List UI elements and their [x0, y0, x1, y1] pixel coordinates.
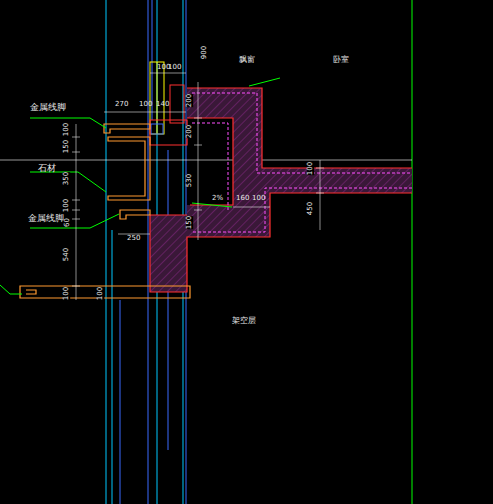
- dimension: 100: [98, 286, 105, 299]
- dimension: 100: [64, 198, 71, 211]
- dimension: 160: [236, 195, 249, 202]
- dimension: 450: [308, 201, 315, 214]
- dimension: 900: [202, 45, 209, 58]
- dimension: 60: [63, 218, 70, 227]
- dimension: 100: [64, 286, 71, 299]
- dimension: 100: [308, 161, 315, 174]
- dimension: 100: [168, 64, 181, 71]
- room-label: 飘窗: [239, 56, 255, 64]
- dimension: 200: [187, 124, 194, 137]
- dimension: 100: [64, 122, 71, 135]
- room-label: 架空层: [232, 317, 256, 325]
- dimension: 100: [139, 101, 152, 108]
- dimension: 540: [64, 247, 71, 260]
- slope-label: 2%: [212, 195, 223, 202]
- dimension: 250: [127, 235, 140, 242]
- dimension: 150: [64, 139, 71, 152]
- dimension: 200: [187, 93, 194, 106]
- dimension: 150: [187, 215, 194, 228]
- dimension: 530: [187, 173, 194, 186]
- dimension: 350: [64, 171, 71, 184]
- callout-label: 金属线脚: [30, 103, 66, 112]
- callout-label: 石材: [38, 164, 56, 173]
- room-label: 卧室: [333, 56, 349, 64]
- callout-label: 金属线脚: [28, 214, 64, 223]
- dimension: 140: [156, 101, 169, 108]
- dimension: 270: [115, 101, 128, 108]
- dimension: 100: [252, 195, 265, 202]
